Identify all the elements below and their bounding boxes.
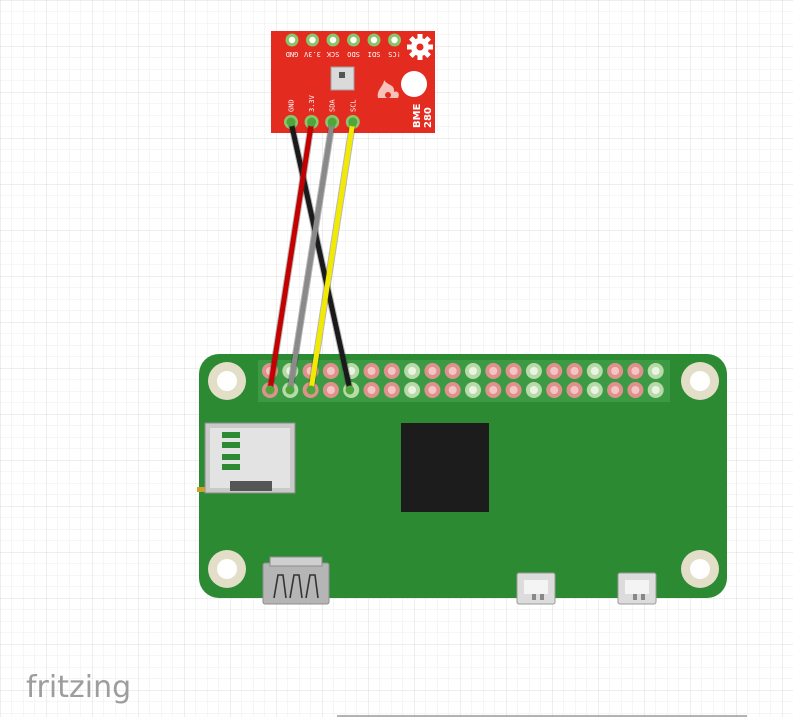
wires (265, 117, 358, 395)
sensor-top-pin-labels: GND 3.3V SCK SDO SDI !CS (286, 50, 401, 58)
gnd-wire[interactable] (286, 117, 355, 395)
gpio-pin[interactable] (485, 363, 502, 379)
sensor-top-header[interactable] (285, 33, 402, 47)
gpio-pin[interactable] (424, 363, 441, 379)
mounting-hole (208, 362, 246, 400)
gpio-pin[interactable] (404, 382, 421, 398)
gpio-pin[interactable] (444, 363, 461, 379)
chip-label-line1: BME (412, 103, 423, 128)
gpio-pin[interactable] (363, 363, 380, 379)
mounting-hole (681, 362, 719, 400)
gpio-pin[interactable] (566, 382, 583, 398)
micro-usb-port[interactable] (516, 572, 556, 605)
raspberry-pi-zero[interactable] (197, 354, 727, 605)
gpio-pin[interactable] (444, 382, 461, 398)
sensor-top-pin[interactable] (285, 33, 299, 47)
gpio-pin[interactable] (586, 363, 603, 379)
sensor-top-pin[interactable] (347, 33, 360, 47)
gpio-pin[interactable] (566, 363, 583, 379)
gpio-pin[interactable] (586, 382, 603, 398)
fritzing-watermark: fritzing (26, 670, 131, 705)
chip-label-line2: 280 (423, 107, 434, 128)
gpio-pin[interactable] (485, 382, 502, 398)
gpio-pin[interactable] (546, 363, 563, 379)
sensor-top-pin-label: SDI (368, 50, 381, 58)
gpio-pin[interactable] (525, 382, 542, 398)
sensor-top-pin[interactable] (388, 33, 401, 47)
gpio-pin[interactable] (647, 363, 664, 379)
gpio-header[interactable] (262, 363, 664, 398)
sensor-bottom-pin-labels: GND 3.3V SDA SCL (288, 94, 358, 112)
sensor-bottom-pin-label: GND (288, 99, 296, 112)
sensor-chip (330, 66, 355, 91)
gpio-pin[interactable] (383, 363, 400, 379)
sensor-top-pin-label: !CS (388, 50, 401, 58)
gpio-pin[interactable] (322, 363, 339, 379)
micro-usb-port[interactable] (617, 572, 657, 605)
bme280-breakout[interactable]: GND 3.3V SCK SDO SDI !CS GND 3.3V SDA SCL (271, 31, 435, 133)
processor-chip (401, 423, 489, 512)
sensor-top-pin-label: 3.3V (303, 50, 321, 58)
gpio-pin[interactable] (424, 382, 441, 398)
gpio-pin[interactable] (607, 363, 624, 379)
gpio-pin[interactable] (505, 363, 522, 379)
gpio-pin[interactable] (465, 382, 481, 398)
gpio-pin[interactable] (363, 382, 380, 398)
sensor-top-pin[interactable] (306, 33, 319, 47)
mounting-hole (681, 550, 719, 588)
gpio-pin[interactable] (404, 363, 421, 379)
sd-card-slot[interactable] (197, 422, 296, 494)
gpio-pin[interactable] (627, 363, 644, 379)
gpio-pin[interactable] (647, 382, 664, 398)
sensor-bottom-pin-label: 3.3V (308, 94, 316, 112)
mounting-hole (208, 550, 246, 588)
gpio-pin[interactable] (322, 382, 339, 398)
flame-logo-icon (377, 80, 399, 98)
sensor-bottom-pin-label: SDA (329, 99, 337, 112)
scl-wire[interactable] (306, 117, 358, 395)
gpio-pin[interactable] (465, 363, 481, 379)
gpio-pin[interactable] (607, 382, 624, 398)
gpio-pin[interactable] (505, 382, 522, 398)
gpio-pin[interactable] (525, 363, 542, 379)
gpio-header-strip (258, 360, 670, 402)
sensor-top-pin-label: GND (286, 50, 299, 58)
gear-icon (407, 34, 433, 60)
sensor-top-pin[interactable] (326, 33, 340, 47)
mini-hdmi-port[interactable] (262, 556, 330, 605)
gpio-pin[interactable] (546, 382, 563, 398)
sensor-bottom-pin-label: SCL (349, 99, 357, 112)
power-wire[interactable] (265, 117, 317, 395)
sensor-top-pin-label: SDO (347, 50, 360, 58)
sensor-top-pin-label: SCK (326, 50, 339, 58)
sensor-top-pin[interactable] (367, 33, 381, 47)
gpio-pin[interactable] (627, 382, 644, 398)
sensor-pad (401, 71, 427, 97)
gpio-pin[interactable] (383, 382, 400, 398)
sda-wire[interactable] (285, 117, 337, 395)
